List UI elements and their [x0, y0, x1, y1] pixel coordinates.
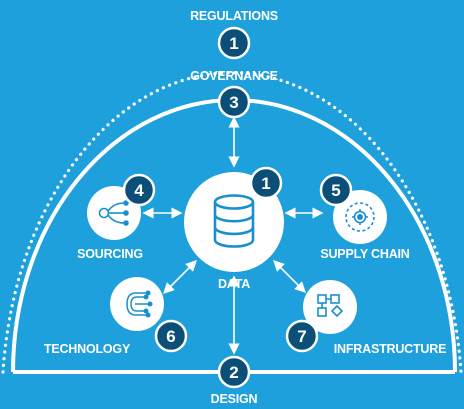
svg-text:1: 1: [229, 34, 238, 53]
sourcing-icon: [98, 200, 129, 226]
svg-text:4: 4: [134, 181, 144, 200]
infrastructure-icon: [317, 294, 344, 318]
database-icon: [213, 194, 255, 248]
svg-text:2: 2: [229, 363, 238, 382]
supply-chain-badge: 5: [319, 173, 353, 207]
regulations-label: REGULATIONS: [190, 9, 278, 23]
arrow-data-infrastructure: [273, 260, 306, 293]
governance-badge: 3: [217, 85, 251, 119]
supply-chain-label: SUPPLY CHAIN: [320, 247, 409, 261]
design-badge: 2: [217, 355, 251, 389]
svg-text:5: 5: [331, 181, 340, 200]
circuit-icon: [126, 290, 153, 318]
regulations-dotted-arc: [1, 71, 463, 374]
supply-chain-icon: [345, 202, 375, 232]
technology-label: TECHNOLOGY: [44, 342, 131, 356]
svg-text:1: 1: [261, 174, 270, 193]
data-badge: 1: [249, 166, 283, 200]
sourcing-label: SOURCING: [77, 247, 143, 261]
technology-badge: 6: [154, 319, 188, 353]
design-label: DESIGN: [211, 392, 258, 406]
arrow-data-technology: [163, 260, 197, 294]
data-label: DATA: [218, 277, 250, 291]
technology-node: TECHNOLOGY: [44, 277, 164, 356]
infrastructure-node: INFRASTRUCTURE: [303, 280, 446, 356]
regulations-badge: 1: [217, 26, 251, 60]
sourcing-badge: 4: [122, 173, 156, 207]
infrastructure-label: INFRASTRUCTURE: [334, 342, 446, 356]
svg-text:6: 6: [166, 327, 175, 346]
governance-label: GOVERNANCE: [190, 69, 278, 83]
infrastructure-badge: 7: [285, 319, 319, 353]
svg-text:7: 7: [297, 327, 306, 346]
supply-chain-node: SUPPLY CHAIN: [320, 190, 410, 261]
svg-text:3: 3: [229, 93, 238, 112]
